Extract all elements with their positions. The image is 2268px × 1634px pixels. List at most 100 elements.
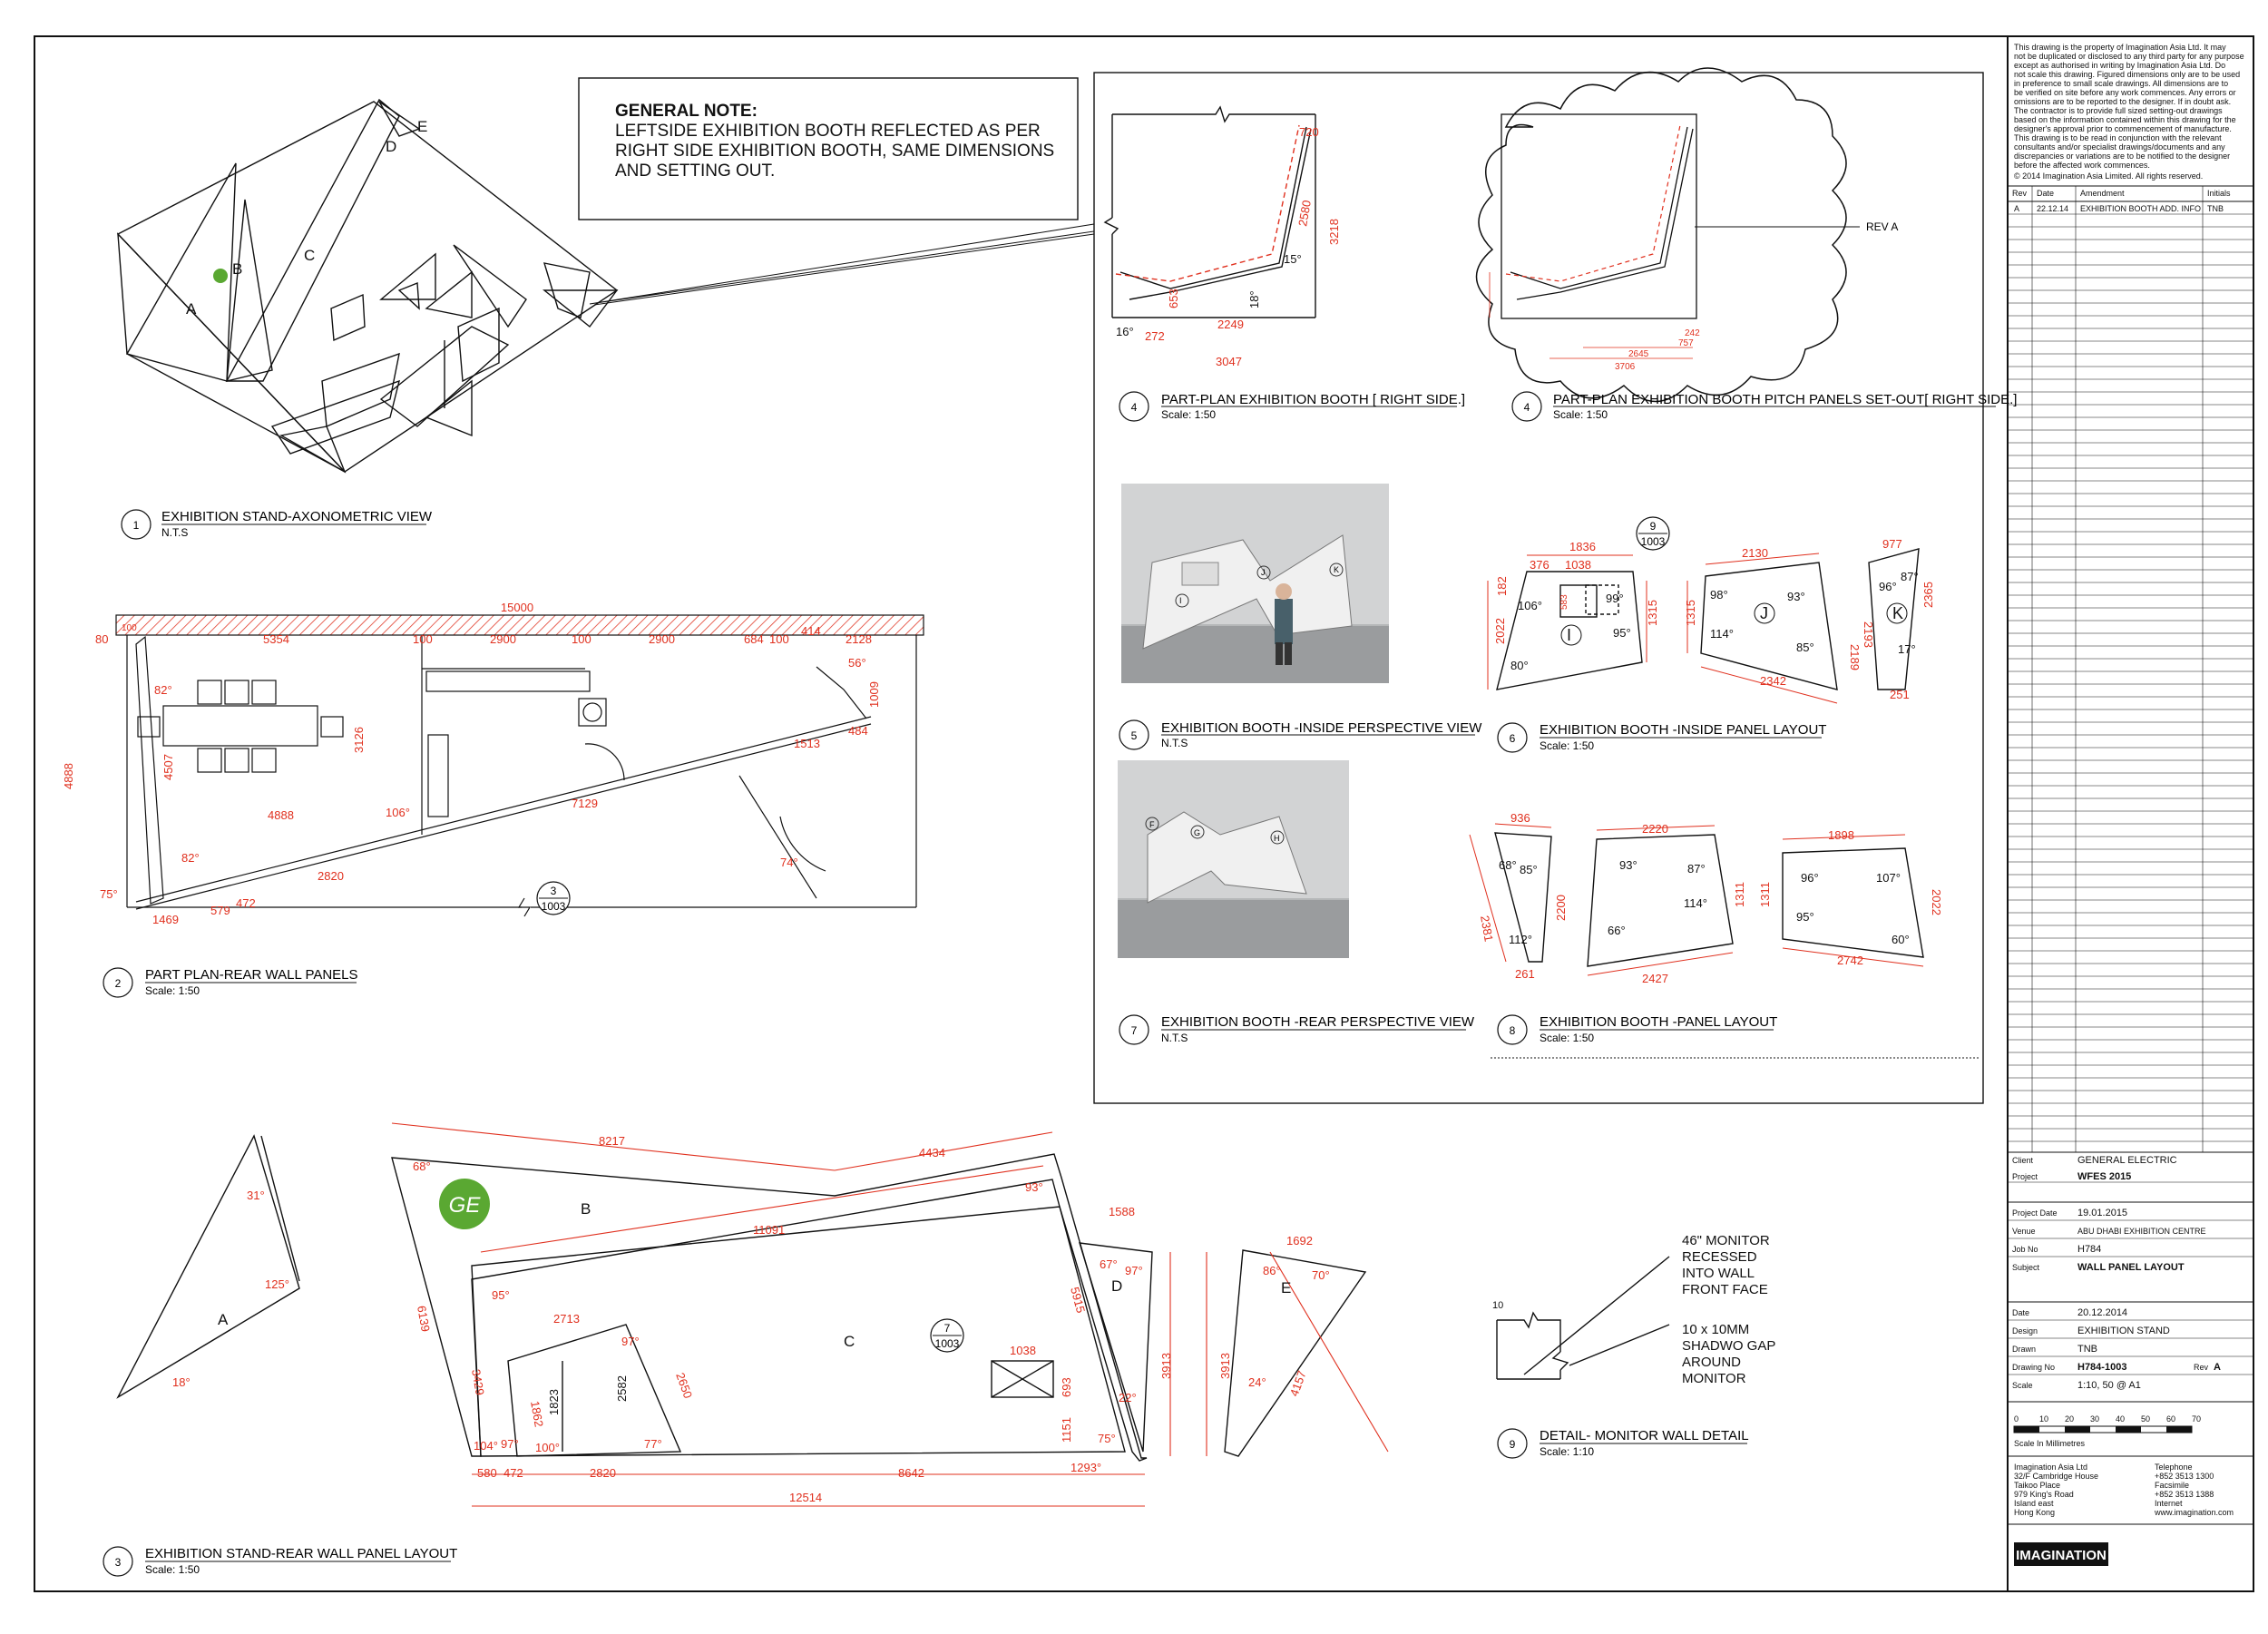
general-note-heading: GENERAL NOTE: xyxy=(615,102,758,121)
angle-82b: 82° xyxy=(181,851,200,865)
design-label: Design xyxy=(2012,1326,2038,1336)
view2-title-text: PART PLAN-REAR WALL PANELS xyxy=(145,967,358,983)
dim-100a: 100 xyxy=(122,623,137,633)
render5-label-k: K xyxy=(1334,565,1339,574)
view5-title: 5 EXHIBITION BOOTH -INSIDE PERSPECTIVE V… xyxy=(1119,719,1482,750)
angle-107: 107° xyxy=(1876,871,1901,885)
drawn-label: Drawn xyxy=(2012,1345,2036,1354)
view6-title-text: EXHIBITION BOOTH -INSIDE PANEL LAYOUT xyxy=(1540,722,1826,738)
dim-1692: 1692 xyxy=(1286,1234,1313,1248)
angle-125: 125° xyxy=(265,1277,289,1291)
angle-68-f: 68° xyxy=(1499,858,1517,872)
angle-16: 16° xyxy=(1116,325,1134,338)
address-line-4: 979 King's Road xyxy=(2014,1490,2074,1499)
dim-936: 936 xyxy=(1510,811,1530,825)
panel-label-d: D xyxy=(1111,1277,1122,1295)
angle-85-f: 85° xyxy=(1520,863,1538,876)
view3-title: 3 EXHIBITION STAND-REAR WALL PANEL LAYOU… xyxy=(103,1546,457,1577)
view2-number: 2 xyxy=(115,977,122,990)
view4b-title-text: PART-PLAN EXHIBITION BOOTH PITCH PANELS … xyxy=(1553,392,2017,407)
project-info: Client GENERAL ELECTRIC Project WFES 201… xyxy=(2008,1155,2253,1566)
contact-line-2: +852 3513 1300 xyxy=(2155,1472,2214,1481)
view4a-title-text: PART-PLAN EXHIBITION BOOTH [ RIGHT SIDE.… xyxy=(1161,392,1465,407)
view2-title: 2 PART PLAN-REAR WALL PANELS Scale: 1:50 xyxy=(103,967,358,998)
angle-96: 96° xyxy=(1879,580,1897,593)
dim-2365: 2365 xyxy=(1921,582,1935,608)
view4a-scale: Scale: 1:50 xyxy=(1161,408,1216,421)
dim-1513: 1513 xyxy=(794,737,820,750)
view6-title: 6 EXHIBITION BOOTH -INSIDE PANEL LAYOUT … xyxy=(1497,722,1826,753)
disclaimer-line-12: consultants and/or specialist drawings/d… xyxy=(2014,142,2225,152)
angle-114-g: 114° xyxy=(1684,896,1707,910)
angle-95-h: 95° xyxy=(1796,910,1814,924)
disclaimer-line-14: before the affected work commences. xyxy=(2014,161,2150,170)
dim-4507: 4507 xyxy=(161,754,175,780)
dim-1311a: 1311 xyxy=(1733,882,1746,907)
view5-number: 5 xyxy=(1131,729,1138,742)
dim-977: 977 xyxy=(1882,537,1902,551)
dim-1315b: 1315 xyxy=(1684,600,1697,626)
dim-2342: 2342 xyxy=(1760,674,1786,688)
dim-472-b: 472 xyxy=(503,1466,523,1480)
callout-3-num: 3 xyxy=(551,885,557,897)
callout-9-1003: 9 1003 xyxy=(1636,516,1670,551)
dim-693: 693 xyxy=(1060,1377,1073,1397)
dim-720: 720 xyxy=(1299,125,1319,139)
client-label: Client xyxy=(2012,1156,2034,1165)
dim-3047: 3047 xyxy=(1216,355,1242,368)
scale-tick-70: 70 xyxy=(2192,1414,2201,1424)
general-note-line-2: RIGHT SIDE EXHIBITION BOOTH, SAME DIMENS… xyxy=(615,142,1054,161)
angle-17: 17° xyxy=(1898,642,1916,656)
dim-2130: 2130 xyxy=(1742,546,1768,560)
dim-2582: 2582 xyxy=(615,1375,629,1402)
angle-86: 86° xyxy=(1263,1264,1281,1277)
angle-106: 106° xyxy=(386,806,410,819)
callout-9-num: 9 xyxy=(1650,520,1657,533)
view4a-title: 4 PART-PLAN EXHIBITION BOOTH [ RIGHT SID… xyxy=(1119,391,1465,422)
scale-caption: Scale In Millimetres xyxy=(2014,1439,2086,1448)
angle-93-g: 93° xyxy=(1619,858,1637,872)
angle-80: 80° xyxy=(1510,659,1529,672)
panel-label-j: J xyxy=(1760,604,1768,622)
monitor-note1-line2: RECESSED xyxy=(1682,1249,1757,1265)
scale-tick-50: 50 xyxy=(2141,1414,2150,1424)
angle-87-k: 87° xyxy=(1901,570,1919,583)
scale-tick-20: 20 xyxy=(2065,1414,2074,1424)
dim-2022-h: 2022 xyxy=(1930,889,1943,915)
client-value: GENERAL ELECTRIC xyxy=(2077,1155,2177,1166)
svg-text:C: C xyxy=(304,247,315,264)
view1-number-circle xyxy=(121,509,152,540)
monitor-note2-line1: 10 x 10MM xyxy=(1682,1322,1749,1337)
dim-2713: 2713 xyxy=(553,1312,580,1326)
scale-tick-40: 40 xyxy=(2116,1414,2125,1424)
angle-74: 74° xyxy=(780,856,798,869)
dim-2249: 2249 xyxy=(1217,318,1244,331)
callout-9-sheet: 1003 xyxy=(1641,535,1666,548)
dim-1293: 1293° xyxy=(1070,1461,1101,1474)
callout-3-sheet: 1003 xyxy=(542,900,566,913)
angle-104: 104° xyxy=(474,1439,498,1453)
dim-6139: 6139 xyxy=(415,1305,433,1333)
dim-261: 261 xyxy=(1515,967,1535,981)
angle-31: 31° xyxy=(247,1189,265,1202)
inside-perspective-render: I J K xyxy=(1121,484,1389,683)
angle-68: 68° xyxy=(413,1159,431,1173)
plan-rear-wall-panels: 15000 80 100 5354 100 2900 100 2900 684 … xyxy=(62,601,924,926)
dim-472: 472 xyxy=(236,896,256,910)
address: Imagination Asia Ltd 32/F Cambridge Hous… xyxy=(2014,1463,2098,1517)
disclaimer: This drawing is the property of Imaginat… xyxy=(2014,43,2244,181)
svg-text:E: E xyxy=(417,118,427,135)
angle-95: 95° xyxy=(492,1288,510,1302)
scale-label: Scale xyxy=(2012,1381,2033,1390)
view7-number: 7 xyxy=(1131,1024,1138,1037)
view1-number: 1 xyxy=(133,519,140,532)
view4b-title: 4 PART-PLAN EXHIBITION BOOTH PITCH PANEL… xyxy=(1511,391,2017,422)
booth-details-frame xyxy=(1093,72,1984,1104)
dim-3913a: 3913 xyxy=(1159,1353,1173,1379)
angle-93: 93° xyxy=(1025,1180,1043,1194)
contact-line-5: Internet xyxy=(2155,1499,2183,1508)
disclaimer-line-7: omissions are to be reported to the desi… xyxy=(2014,97,2231,106)
address-line-3: Taikoo Place xyxy=(2014,1481,2060,1490)
scale-tick-0: 0 xyxy=(2014,1414,2019,1424)
